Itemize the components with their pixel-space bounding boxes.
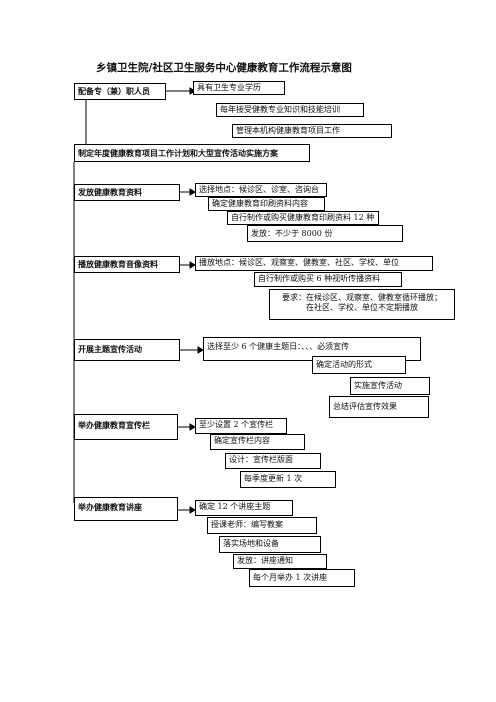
- board-item-box: 设计：宣传栏版面: [225, 453, 321, 469]
- lecture-item-box: 落实场地和设备: [219, 536, 321, 553]
- av-item-box: 播放地点：候诊区、观察室、健教室、社区、学校、单位: [195, 256, 433, 271]
- theme-main-box: 开展主题宣传活动: [74, 339, 180, 361]
- plan-main-box: 制定年度健康教育项目工作计划和大型宣传活动实施方案: [74, 144, 310, 162]
- av-main-box: 播放健康教育音像资料: [74, 256, 180, 273]
- staff-item-box: 每年接受健教专业知识和技能培训: [216, 103, 364, 117]
- theme-item-box: 总结评估宣传效果: [329, 396, 429, 418]
- av-item-box: 要求：在候诊区、观察室、健教室循环播放； 在社区、学校、单位不定期播放: [269, 289, 455, 320]
- theme-item-box: 确定活动的形式: [312, 356, 406, 374]
- lecture-item-box: 发放：讲座通知: [233, 554, 327, 569]
- av-requirement-line: 要求：在候诊区、观察室、健教室循环播放；: [282, 293, 442, 302]
- theme-item-box: 实施宣传活动: [350, 377, 430, 395]
- board-item-box: 每季度更新 1 次: [240, 471, 336, 488]
- board-item-box: 至少设置 2 个宣传栏: [195, 418, 287, 434]
- materials-item-box: 自行制作或购买健康教育印刷资料 12 种: [227, 211, 379, 225]
- av-item-box: 自行制作或购买 6 种视听传播资料: [254, 272, 402, 287]
- lecture-item-box: 确定 12 个讲座主题: [195, 500, 293, 516]
- av-requirement-line: 在社区、学校、单位不定期播放: [306, 303, 418, 312]
- lecture-item-box: 每个月举办 1 次讲座: [249, 569, 355, 587]
- diagram-title: 乡镇卫生院/社区卫生服务中心健康教育工作流程示意图: [96, 62, 352, 74]
- materials-item-box: 确定健康教育印刷资料内容: [208, 197, 325, 211]
- materials-item-box: 选择地点：候诊区、诊室、咨询台: [195, 183, 327, 197]
- materials-item-box: 发放：不少于 8000 份: [247, 225, 403, 242]
- materials-main-box: 发放健康教育资料: [74, 184, 180, 201]
- board-main-box: 举办健康教育宣传栏: [74, 414, 178, 440]
- lecture-item-box: 授课老师：编写教案: [207, 517, 317, 534]
- lecture-main-box: 举办健康教育讲座: [74, 497, 178, 521]
- staff-item-box: 管理本机构健康教育项目工作: [232, 124, 392, 138]
- staff-item-box: 具有卫生专业学历: [193, 81, 285, 95]
- board-item-box: 确定宣传栏内容: [210, 434, 305, 450]
- staff-main-box: 配备专（兼）职人员: [74, 83, 166, 100]
